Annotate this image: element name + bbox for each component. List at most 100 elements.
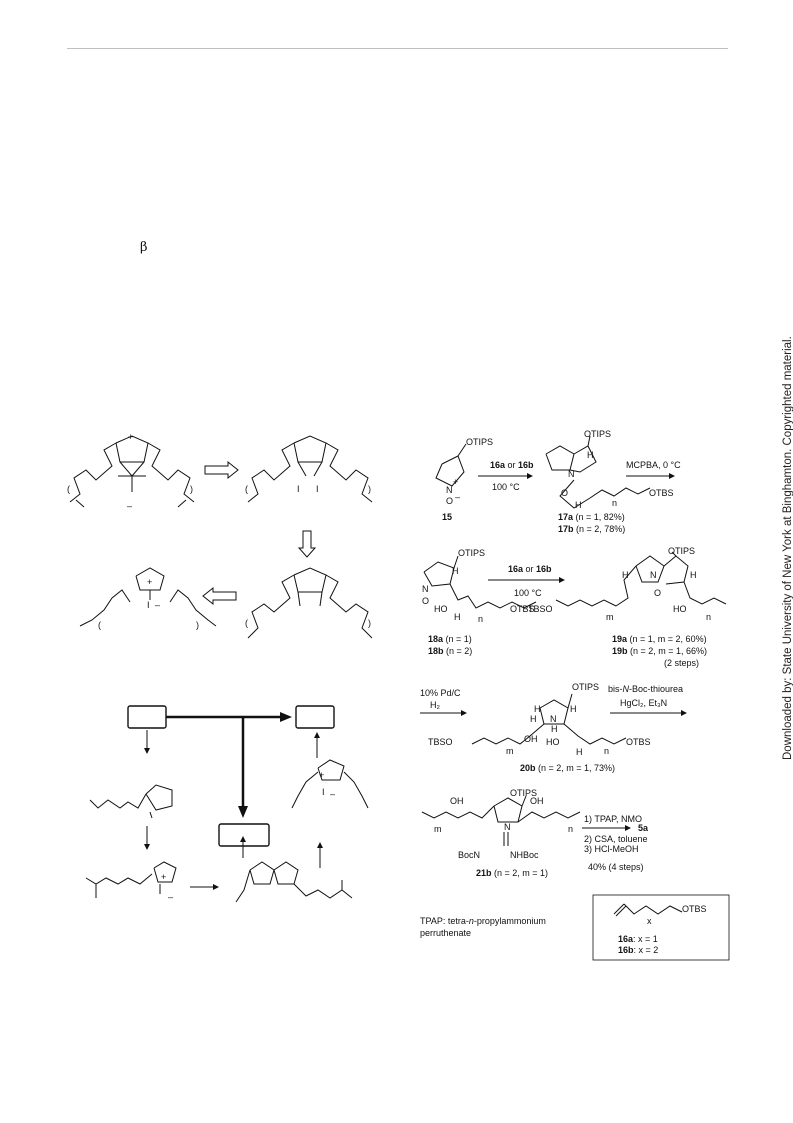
step-6-3: 3) HCl-MeOH: [584, 844, 639, 854]
compound-17a-label: 17a (n = 1, 82%): [558, 512, 625, 522]
compound-18b-label: 18b (n = 2): [428, 646, 472, 656]
arrowhead: [240, 836, 246, 842]
arrowhead: [238, 806, 248, 818]
paren-left: (: [67, 484, 70, 494]
arrowhead: [625, 825, 631, 831]
n-subscript: n: [706, 612, 711, 622]
compound-17b-label: 17b (n = 2, 78%): [558, 524, 625, 534]
compound-20: OTIPS H H N H H OH m TBSO HO H n OTBS 20…: [428, 682, 651, 773]
flow-structure-3: [235, 861, 353, 903]
otbs-label: OTBS: [649, 488, 674, 498]
oh-label: OH: [450, 796, 464, 806]
arrowhead: [461, 710, 467, 716]
ho-label: HO: [673, 604, 687, 614]
bond-mark-2: I: [316, 484, 319, 494]
h-label: H: [530, 714, 537, 724]
n-label: N: [422, 584, 429, 594]
reagent-16b-label: 16b: x = 2: [618, 945, 658, 955]
n-subscript: n: [612, 498, 617, 508]
structure-b: I I ( ): [245, 435, 373, 503]
arrowhead: [527, 473, 533, 479]
condition-4b: H₂: [430, 700, 440, 710]
bond-mark: I: [322, 787, 325, 797]
compound-15-label: 15: [442, 512, 452, 522]
tpap-note-2: perruthenate: [420, 928, 471, 938]
left-scheme: + – ( ) I I ( ) ( ): [67, 432, 373, 903]
otbs-label: OTBS: [626, 737, 651, 747]
arrowhead: [280, 712, 292, 722]
n-label: N: [550, 714, 557, 724]
anion-minus: –: [168, 892, 173, 902]
ho-label: HO: [434, 604, 448, 614]
n-label: N: [504, 822, 511, 832]
cation-plus: +: [319, 770, 324, 780]
paren-left: (: [98, 620, 101, 630]
otips-label: OTIPS: [572, 682, 599, 692]
compound-20b-label: 20b (n = 2, m = 1, 73%): [520, 763, 615, 773]
otips-label: OTIPS: [584, 429, 611, 439]
h-label: H: [690, 570, 697, 580]
bond-mark-1: I: [297, 484, 300, 494]
compound-19: OTIPS N O TBSO m HO n H H 19a (n = 1, m …: [528, 546, 727, 668]
h-label: H: [570, 704, 577, 714]
compound-21: OTIPS N BocN NHBoc OH m OH n 21b (n = 2,…: [421, 788, 581, 878]
arrowhead: [669, 473, 675, 479]
oh-label: OH: [530, 796, 544, 806]
nh-label: H: [551, 724, 558, 734]
tbso-label: TBSO: [428, 737, 453, 747]
paren-right: ): [190, 484, 193, 494]
n-subscript: n: [604, 746, 609, 756]
o-label: O: [446, 496, 453, 506]
step-6-yield: 40% (4 steps): [588, 862, 644, 872]
cation-plus: +: [128, 432, 133, 442]
n-label: N: [650, 570, 657, 580]
reagent-16-structure: OTBS x: [613, 903, 707, 926]
retro-arrow-left: [202, 586, 237, 606]
n-label: N: [568, 469, 575, 479]
arrowhead: [213, 884, 219, 890]
product-5a: 5a: [638, 823, 649, 833]
reagent-1: 16a or 16b: [490, 460, 534, 470]
h-label: H: [622, 570, 629, 580]
compound-21b-label: 21b (n = 2, m = 1): [476, 868, 548, 878]
anion-minus: –: [155, 600, 160, 610]
arrowhead: [144, 748, 150, 754]
ho-label: HO: [546, 737, 560, 747]
retro-arrow-down: [297, 530, 317, 558]
reagent-16a-label: 16a: x = 1: [618, 934, 658, 944]
x-subscript: x: [647, 916, 652, 926]
anion-minus: –: [330, 789, 335, 799]
otips-label: OTIPS: [668, 546, 695, 556]
cation-plus: +: [161, 872, 166, 882]
compound-17: OTIPS H N O H n OTBS 17a (n = 1, 82%) 17…: [545, 429, 674, 534]
reagent-definition-box: [592, 894, 730, 961]
reagent-3: 16a or 16b: [508, 564, 552, 574]
h-label: H: [575, 500, 582, 510]
bond-mark: I: [147, 600, 150, 610]
condition-4a: 10% Pd/C: [420, 688, 461, 698]
h-label: H: [576, 747, 583, 757]
minus-label: –: [455, 492, 460, 502]
flow-box-target: [295, 705, 335, 729]
arrowhead: [559, 577, 565, 583]
n-subscript: n: [478, 614, 483, 624]
plus-label: +: [453, 477, 458, 487]
h-label: H: [452, 566, 459, 576]
flow-box-middle: [218, 823, 270, 847]
beta-symbol: β: [140, 240, 148, 255]
otbs-label: OTBS: [682, 904, 707, 914]
otips-label: OTIPS: [466, 437, 493, 447]
arrowhead: [314, 732, 320, 738]
paren-right: ): [368, 618, 371, 628]
o-label: O: [654, 588, 661, 598]
o-label: O: [561, 488, 568, 498]
oh-label: OH: [524, 734, 538, 744]
m-subscript: m: [434, 824, 442, 834]
condition-3: 100 °C: [514, 588, 542, 598]
flow-box-start: [127, 705, 167, 729]
m-subscript: m: [606, 612, 614, 622]
reagent-5a: bis-N-Boc-thiourea: [608, 684, 683, 694]
n-label: N: [446, 485, 453, 495]
tpap-note-1: TPAP: tetra-n-propylammonium: [420, 916, 546, 926]
bocn-label: BocN: [458, 850, 480, 860]
